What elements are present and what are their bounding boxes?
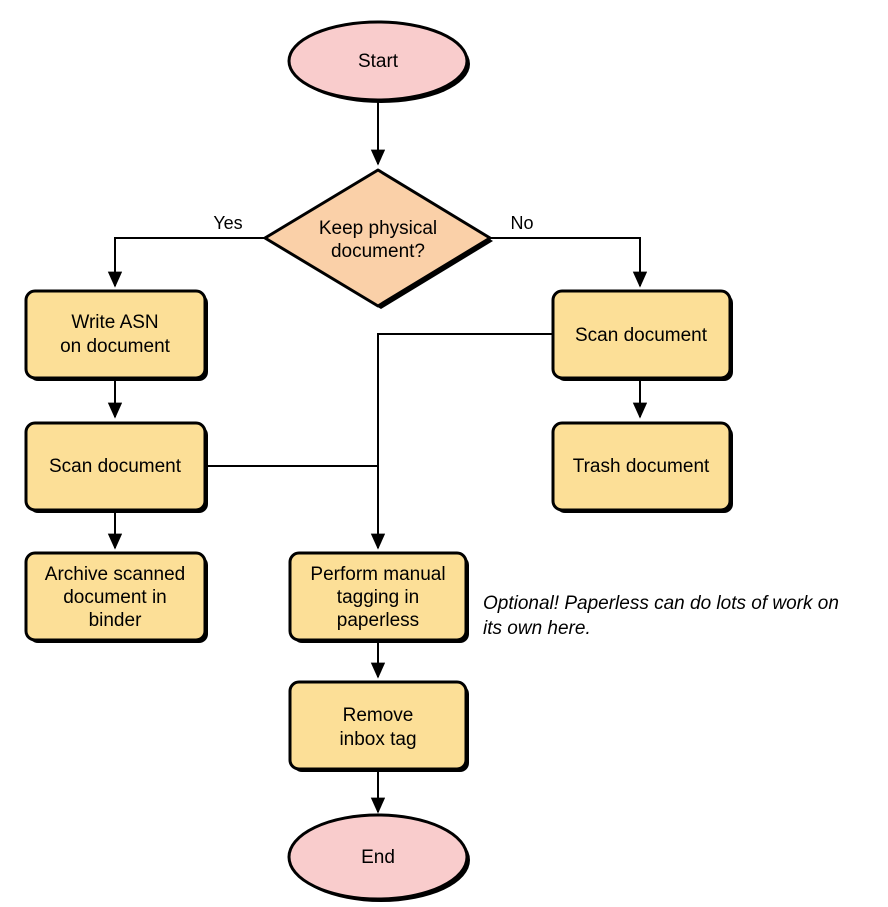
tagging-box — [288, 551, 468, 642]
edges-layer — [107, 100, 648, 814]
decision-diamond — [263, 168, 492, 308]
start-label: Start — [358, 51, 399, 72]
scan-left-box — [24, 421, 207, 512]
node-end[interactable]: End — [287, 813, 470, 902]
write-asn-label-line2: on document — [60, 336, 171, 357]
edge-decision-no-to-scan-right — [490, 237, 648, 288]
node-archive-scanned-document-in-binder[interactable]: Archive scanned document in binder — [24, 551, 208, 643]
remove-inbox-label-line2: inbox tag — [339, 729, 416, 750]
node-trash-document[interactable]: Trash document — [551, 421, 733, 513]
end-label: End — [361, 847, 395, 868]
edge-decision-yes-to-write-asn — [107, 237, 265, 288]
decision-label-line2: document? — [331, 241, 425, 262]
annotation-line1: Optional! Paperless can do lots of work … — [483, 593, 839, 614]
node-decision-keep-physical-document[interactable]: Keep physical document? — [263, 168, 493, 309]
tagging-label-line3: paperless — [337, 610, 419, 631]
archive-box — [24, 551, 207, 642]
remove-inbox-label-line1: Remove — [343, 705, 414, 726]
node-scan-document-right[interactable]: Scan document — [551, 289, 733, 381]
remove-inbox-box — [288, 680, 468, 771]
archive-label-line1: Archive scanned — [45, 564, 185, 585]
scan-left-label: Scan document — [49, 456, 182, 477]
end-ellipse — [287, 813, 469, 901]
archive-label-line3: binder — [89, 610, 142, 631]
write-asn-label-line1: Write ASN — [71, 312, 158, 333]
edge-scan-right-to-tagging — [370, 333, 553, 550]
tagging-label-line2: tagging in — [337, 587, 419, 608]
archive-label-line2: document in — [63, 587, 167, 608]
trash-label: Trash document — [573, 456, 710, 477]
scan-right-box — [551, 289, 732, 380]
node-scan-document-left[interactable]: Scan document — [24, 421, 208, 513]
annotation-line2: its own here. — [483, 618, 591, 639]
tagging-label-line1: Perform manual — [310, 564, 445, 585]
node-remove-inbox-tag[interactable]: Remove inbox tag — [288, 680, 469, 772]
decision-label-line1: Keep physical — [319, 218, 437, 239]
node-start[interactable]: Start — [287, 20, 470, 103]
scan-right-label: Scan document — [575, 325, 708, 346]
node-write-asn-on-document[interactable]: Write ASN on document — [24, 289, 208, 381]
start-ellipse — [287, 20, 469, 102]
edge-label-yes: Yes — [213, 213, 242, 233]
edge-labels-layer: Yes No — [213, 213, 533, 233]
trash-box — [551, 421, 732, 512]
node-perform-manual-tagging[interactable]: Perform manual tagging in paperless — [288, 551, 469, 643]
edge-label-no: No — [510, 213, 533, 233]
annotation-optional-note: Optional! Paperless can do lots of work … — [483, 593, 839, 639]
write-asn-box — [24, 289, 207, 380]
